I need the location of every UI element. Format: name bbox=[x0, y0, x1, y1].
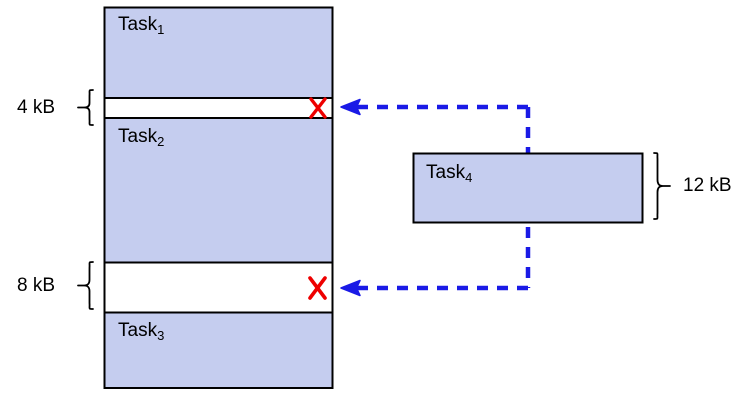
task4-subscript: 4 bbox=[465, 170, 473, 185]
brace-12kb bbox=[653, 152, 671, 220]
incoming-task-size-label: 12 kB bbox=[683, 175, 732, 196]
hole-size-label-8kb: 8 kB bbox=[17, 275, 56, 296]
memory-hole-8kb bbox=[103, 261, 334, 314]
memory-block-task3-label: Task3 bbox=[118, 320, 165, 343]
memory-block-task2-label: Task2 bbox=[118, 126, 165, 149]
task1-name: Task bbox=[118, 14, 158, 35]
task4-name: Task bbox=[426, 162, 466, 183]
reject-mark-8kb-icon bbox=[308, 276, 327, 300]
task3-subscript: 3 bbox=[157, 328, 165, 343]
memory-block-task1 bbox=[103, 6, 334, 99]
incoming-task-label: Task4 bbox=[426, 162, 473, 185]
task1-subscript: 1 bbox=[157, 22, 165, 37]
hole-size-label-4kb: 4 kB bbox=[17, 97, 56, 118]
memory-block-task1-label: Task1 bbox=[118, 14, 165, 37]
arrow-to-8kb-hole bbox=[340, 279, 528, 297]
task2-name: Task bbox=[118, 126, 158, 147]
arrow-to-4kb-hole bbox=[340, 98, 528, 116]
incoming-task-box bbox=[412, 152, 644, 224]
brace-4kb bbox=[77, 89, 94, 126]
reject-mark-4kb-icon bbox=[309, 97, 327, 119]
memory-column-outline bbox=[103, 6, 334, 389]
task3-name: Task bbox=[118, 320, 158, 341]
memory-block-task2 bbox=[103, 117, 334, 264]
task2-subscript: 2 bbox=[157, 134, 165, 149]
memory-column bbox=[103, 6, 334, 389]
brace-8kb bbox=[77, 261, 94, 310]
memory-hole-4kb bbox=[103, 97, 334, 119]
